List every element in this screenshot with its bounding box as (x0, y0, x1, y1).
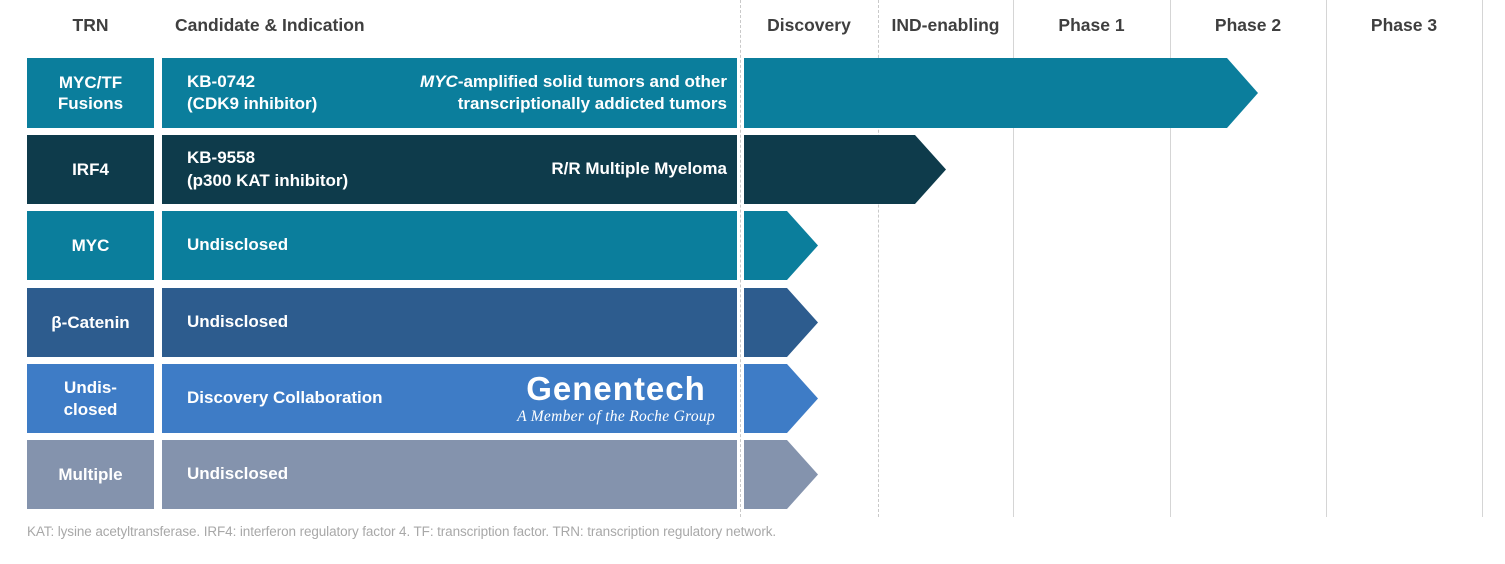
candidate-cell: KB-9558 (p300 KAT inhibitor) R/R Multipl… (162, 135, 737, 204)
trn-label-text: β-Catenin (51, 312, 130, 332)
progress-arrow-ind-enabling (744, 135, 946, 204)
pipeline-row-myc: MYC Undisclosed (0, 211, 1505, 280)
progress-arrow-discovery (744, 364, 818, 433)
trn-label: Undis- closed (27, 364, 154, 433)
candidate-name: Undisclosed (187, 235, 289, 255)
candidate-mechanism: (CDK9 inhibitor) (187, 94, 318, 113)
candidate-name: KB-9558 (p300 KAT inhibitor) (187, 147, 348, 191)
trn-label-text: IRF4 (72, 159, 109, 179)
progress-arrow-phase2 (744, 58, 1258, 128)
indication-text: R/R Multiple Myeloma (551, 159, 727, 179)
column-header-ind-enabling: IND-enabling (891, 15, 1000, 35)
abbreviations-footnote: KAT: lysine acetyltransferase. IRF4: int… (27, 524, 777, 539)
candidate-cell: KB-0742 (CDK9 inhibitor) MYC-amplified s… (162, 58, 737, 128)
genentech-logo: Genentech A Member of the Roche Group (517, 372, 715, 426)
indication-text: MYC-amplified solid tumors and other tra… (420, 71, 727, 115)
column-header-phase2: Phase 2 (1214, 15, 1282, 35)
column-header-candidate: Candidate & Indication (175, 15, 365, 35)
pipeline-row-genentech-collab: Undis- closed Discovery Collaboration Ge… (0, 364, 1505, 433)
stage-divider-phase2 (1170, 0, 1171, 517)
stage-divider-phase3 (1326, 0, 1327, 517)
candidate-name: KB-0742 (CDK9 inhibitor) (187, 71, 317, 115)
trn-label: β-Catenin (27, 288, 154, 357)
column-header-trn: TRN (72, 15, 109, 35)
progress-arrow-discovery (744, 288, 818, 357)
genentech-wordmark: Genentech (526, 369, 706, 407)
trn-label-line1: Undis- (64, 378, 117, 398)
trn-label-line1: MYC/TF (58, 72, 123, 92)
candidate-mechanism: (p300 KAT inhibitor) (187, 170, 349, 190)
stage-divider-right-edge (1482, 0, 1483, 517)
pipeline-row-beta-catenin: β-Catenin Undisclosed (0, 288, 1505, 357)
progress-arrow-discovery (744, 440, 818, 509)
indication-line2: transcriptionally addicted tumors (457, 94, 727, 113)
column-header-phase1: Phase 1 (1058, 15, 1125, 35)
candidate-cell: Undisclosed (162, 288, 737, 357)
indication-line1: MYC-amplified solid tumors and other (420, 71, 727, 93)
column-header-phase3: Phase 3 (1370, 15, 1438, 35)
trn-label-line2: closed (63, 399, 118, 419)
pipeline-row-myc-tf-fusions: MYC/TF Fusions KB-0742 (CDK9 inhibitor) … (0, 58, 1505, 128)
stage-divider-discovery (740, 0, 741, 517)
candidate-code: KB-0742 (187, 71, 256, 91)
candidate-code: KB-9558 (187, 148, 256, 168)
candidate-cell: Undisclosed (162, 440, 737, 509)
candidate-name: Undisclosed (187, 464, 289, 484)
trn-label: MYC/TF Fusions (27, 58, 154, 128)
pipeline-row-multiple: Multiple Undisclosed (0, 440, 1505, 509)
trn-label-text: MYC (71, 235, 110, 255)
indication-gene-italic: MYC (420, 71, 458, 91)
indication-line1-rest: -amplified solid tumors and other (457, 71, 727, 91)
trn-label: IRF4 (27, 135, 154, 204)
candidate-name: Discovery Collaboration (187, 388, 383, 408)
stage-divider-phase1 (1013, 0, 1014, 517)
pipeline-row-irf4: IRF4 KB-9558 (p300 KAT inhibitor) R/R Mu… (0, 135, 1505, 204)
trn-label: Multiple (27, 440, 154, 509)
candidate-cell: Discovery Collaboration Genentech A Memb… (162, 364, 737, 433)
candidate-name: Undisclosed (187, 312, 289, 332)
trn-label-text: Multiple (58, 464, 123, 484)
genentech-tagline: A Member of the Roche Group (517, 407, 715, 425)
candidate-cell: Undisclosed (162, 211, 737, 280)
column-header-discovery: Discovery (767, 15, 851, 35)
stage-divider-ind-enabling (878, 0, 879, 517)
progress-arrow-discovery (744, 211, 818, 280)
trn-label: MYC (27, 211, 154, 280)
trn-label-line2: Fusions (57, 94, 124, 113)
